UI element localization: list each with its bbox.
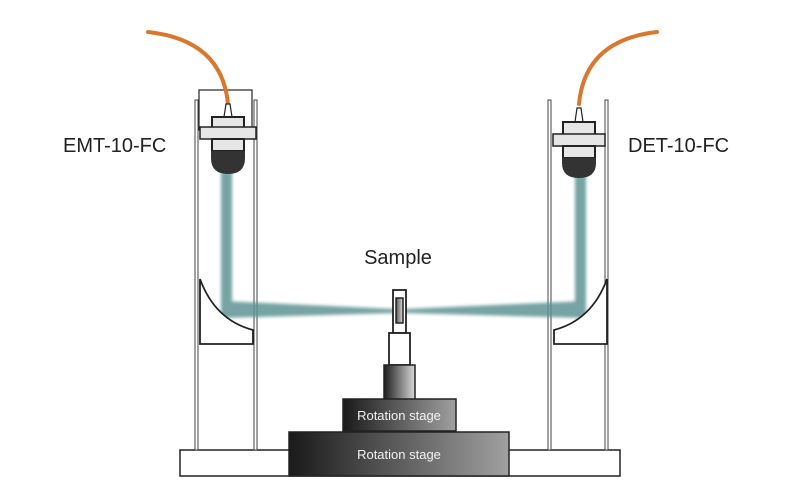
sample-mount bbox=[383, 364, 416, 402]
detector-label: DET-10-FC bbox=[628, 135, 729, 157]
sample-label: Sample bbox=[364, 247, 432, 269]
lower-stage-label: Rotation stage bbox=[357, 447, 441, 462]
right-mirror bbox=[553, 278, 608, 345]
upper-rotation-stage: Rotation stage bbox=[342, 398, 457, 432]
emitter-assembly bbox=[146, 30, 257, 174]
sample bbox=[395, 297, 404, 324]
emitter-ferrule bbox=[223, 103, 233, 118]
upper-stage-label: Rotation stage bbox=[357, 408, 441, 423]
beam-left-vertical bbox=[221, 172, 232, 310]
emitter-lens-cap bbox=[211, 151, 245, 174]
detector-flange bbox=[552, 133, 606, 147]
beam-left-horizontal bbox=[221, 301, 396, 318]
detector-assembly bbox=[552, 30, 659, 178]
light-beam bbox=[221, 172, 586, 318]
beam-right-horizontal bbox=[404, 301, 586, 318]
sample-post bbox=[388, 332, 411, 366]
detector-lens-cap bbox=[562, 158, 596, 178]
lower-rotation-stage: Rotation stage bbox=[288, 431, 510, 477]
left-mirror bbox=[199, 278, 254, 345]
emitter-fiber bbox=[146, 30, 230, 106]
detector-fiber bbox=[577, 30, 659, 106]
right-tower bbox=[547, 99, 609, 451]
emitter-flange bbox=[199, 126, 257, 140]
detector-ferrule bbox=[574, 107, 584, 123]
beam-right-vertical bbox=[575, 172, 586, 310]
emitter-label: EMT-10-FC bbox=[63, 135, 166, 157]
sample-holder bbox=[383, 289, 416, 402]
